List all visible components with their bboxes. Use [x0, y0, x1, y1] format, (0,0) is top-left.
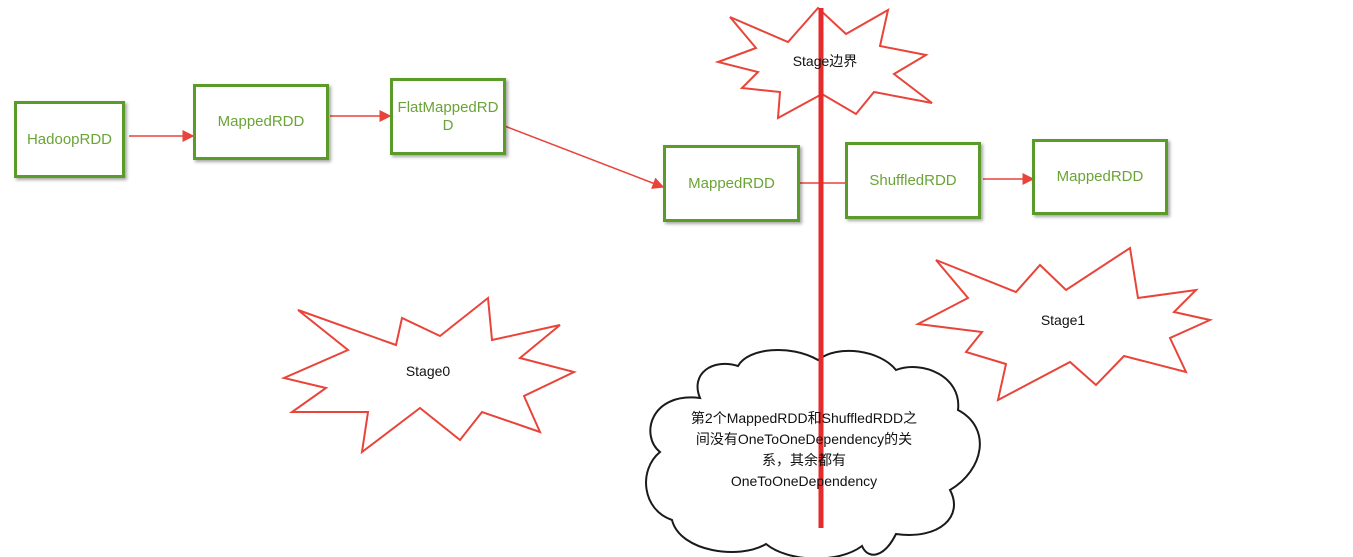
node-mapped-rdd-3-label: MappedRDD — [1056, 168, 1144, 185]
node-mapped-rdd-1: MappedRDD — [193, 84, 329, 160]
node-hadoop-rdd: HadoopRDD — [14, 101, 125, 178]
node-flatmapped-rdd: FlatMappedRDD — [390, 78, 506, 155]
stage1-label: Stage1 — [1040, 312, 1086, 328]
node-mapped-rdd-2-label: MappedRDD — [688, 174, 775, 192]
stage1-burst — [914, 246, 1214, 402]
node-flatmapped-rdd-label: FlatMappedRDD — [397, 98, 499, 134]
node-mapped-rdd-1-label: MappedRDD — [217, 113, 305, 130]
node-shuffled-rdd-label: ShuffledRDD — [869, 171, 957, 189]
note-cloud — [645, 349, 981, 557]
node-mapped-rdd-3: MappedRDD — [1032, 139, 1168, 215]
stage0-label: Stage0 — [405, 363, 451, 379]
stage-boundary-label: Stage边界 — [792, 53, 858, 69]
note-line-2: 间没有OneToOneDependency的关 — [695, 431, 913, 447]
stage0-burst — [280, 296, 577, 455]
note-text: 第2个MappedRDD和ShuffledRDD之 间没有OneToOneDep… — [654, 408, 954, 492]
edge-flatmapped-to-mapped2 — [501, 124, 665, 189]
node-mapped-rdd-2: MappedRDD — [663, 145, 800, 222]
node-hadoop-rdd-label: HadoopRDD — [26, 130, 113, 148]
note-line-3: 系，其余都有 — [762, 452, 846, 468]
note-line-4: OneToOneDependency — [730, 473, 878, 489]
note-line-1: 第2个MappedRDD和ShuffledRDD之 — [690, 410, 918, 426]
node-shuffled-rdd: ShuffledRDD — [845, 142, 981, 219]
stage-boundary-burst — [714, 6, 933, 120]
